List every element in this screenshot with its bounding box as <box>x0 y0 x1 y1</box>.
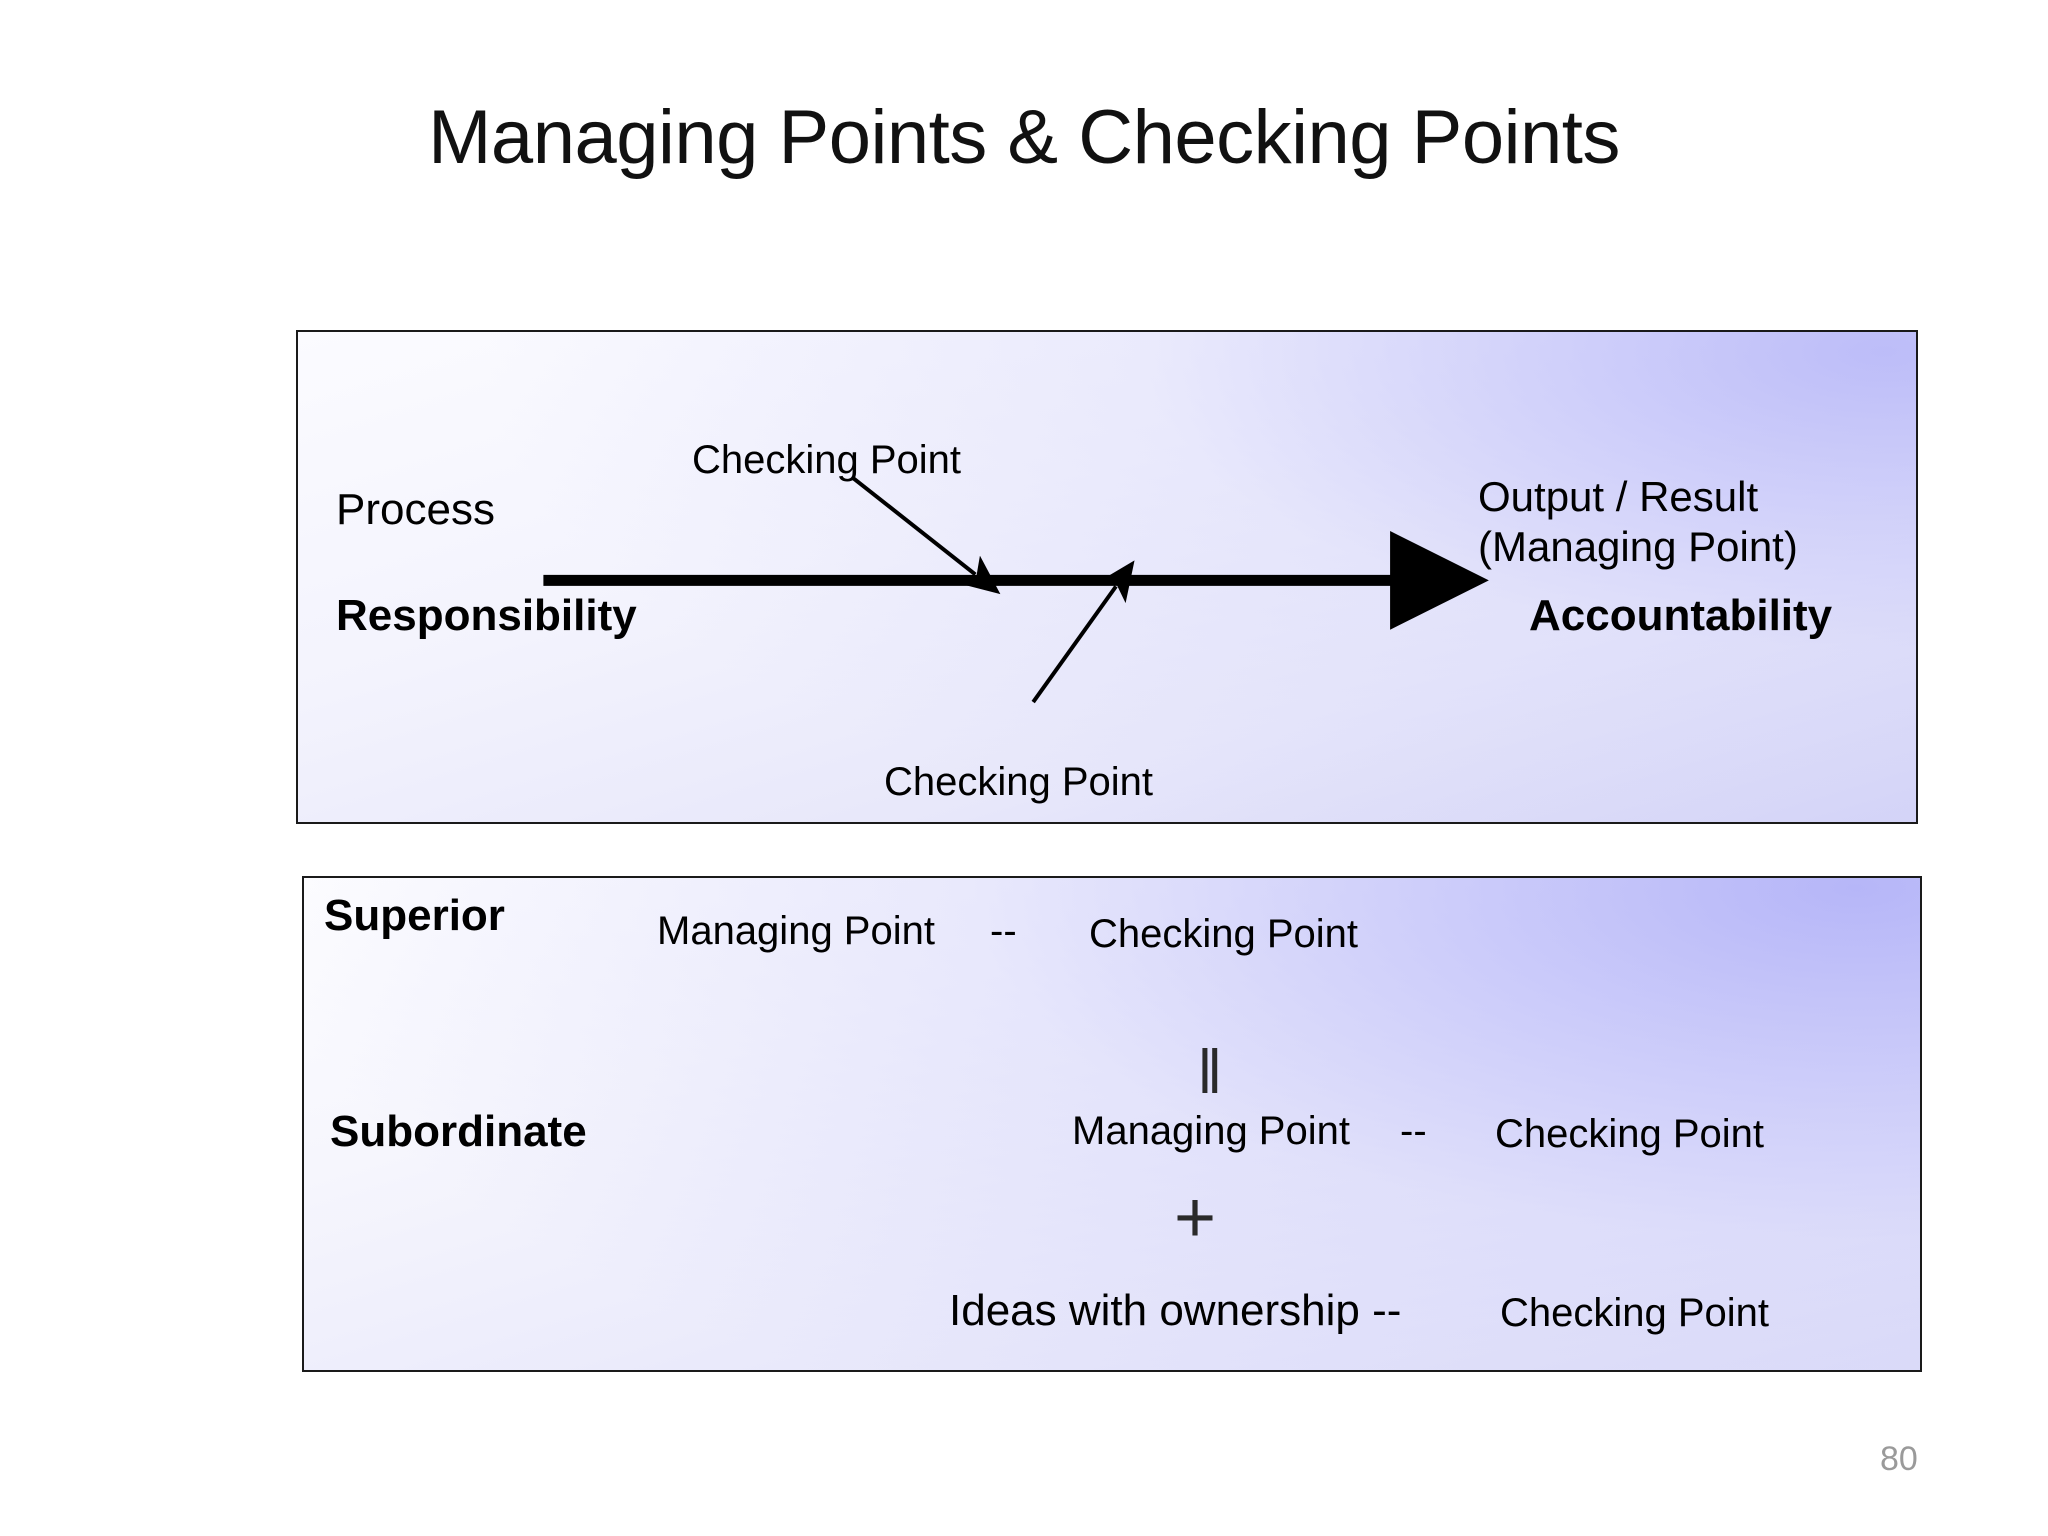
subordinate-dash-connector: -- <box>1400 1109 1427 1153</box>
output-managing-point-line2: (Managing Point) <box>1478 522 1798 570</box>
page-title: Managing Points & Checking Points <box>428 95 1620 180</box>
process-panel-content: Process Checking Point Checking Point Ou… <box>298 332 1916 822</box>
process-label: Process <box>336 485 495 534</box>
superior-label: Superior <box>324 891 505 940</box>
parallel-symbol: ‖ <box>1197 1038 1225 1107</box>
subordinate-managing-point: Managing Point <box>1072 1109 1350 1153</box>
subordinate-checking-point: Checking Point <box>1495 1112 1765 1156</box>
checking-point-bottom-label: Checking Point <box>884 760 1154 804</box>
responsibility-label: Responsibility <box>336 591 637 640</box>
page-number: 80 <box>1880 1440 1918 1478</box>
roles-panel-content: Superior Subordinate Managing Point -- C… <box>304 878 1920 1370</box>
plus-symbol: + <box>1174 1178 1217 1258</box>
process-flow-panel: Process Checking Point Checking Point Ou… <box>296 330 1918 824</box>
accountability-label: Accountability <box>1529 591 1833 640</box>
superior-checking-point: Checking Point <box>1089 912 1359 956</box>
roles-matrix-panel: Superior Subordinate Managing Point -- C… <box>302 876 1922 1372</box>
checking-point-top-label: Checking Point <box>692 438 962 482</box>
ideas-with-ownership-label: Ideas with ownership -- <box>949 1286 1402 1335</box>
subordinate-label: Subordinate <box>330 1107 587 1156</box>
superior-managing-point: Managing Point <box>657 909 935 953</box>
ideas-checking-point: Checking Point <box>1500 1291 1770 1335</box>
output-result-line1: Output / Result <box>1478 473 1759 520</box>
output-result-label: Output / Result (Managing Point) <box>1478 472 1798 571</box>
superior-dash-connector: -- <box>990 909 1017 953</box>
